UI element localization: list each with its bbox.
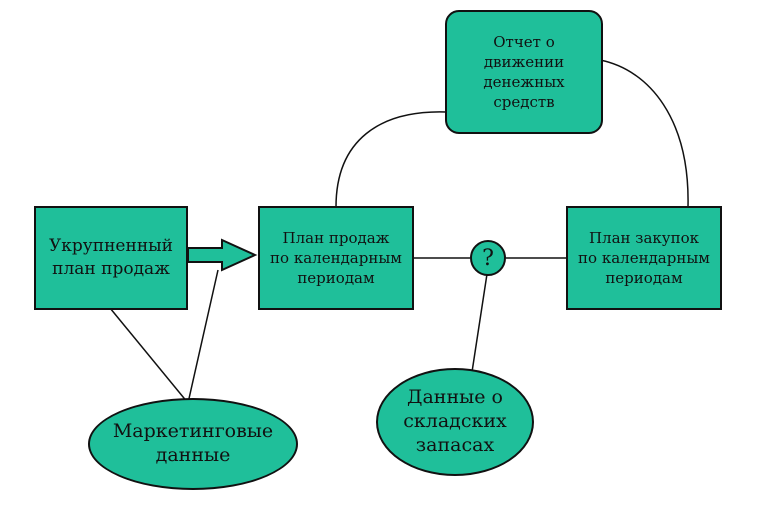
node-sales-plan-periods-label: План продаж по календарным периодам — [270, 228, 402, 288]
node-marketing-data-label: Маркетинговые данные — [112, 420, 274, 466]
connector-question-to-warehouse — [471, 273, 488, 373]
node-aggregated-sales-plan-label: Укрупненный план продаж — [48, 236, 174, 279]
node-question-label: ? — [482, 245, 494, 271]
node-cash-flow-report: Отчет о движении денежных средств — [445, 10, 603, 134]
node-sales-plan-periods: План продаж по календарным периодам — [258, 206, 414, 310]
node-warehouse-stock-data: Данные о складских запасах — [376, 368, 534, 476]
connector-marketing-to-aggregated — [109, 307, 189, 404]
node-warehouse-stock-data-label: Данные о складских запасах — [403, 386, 507, 456]
node-aggregated-sales-plan: Укрупненный план продаж — [34, 206, 188, 310]
arrow-aggregated-to-sales — [187, 238, 258, 272]
node-marketing-data: Маркетинговые данные — [88, 398, 298, 490]
node-question: ? — [470, 240, 506, 276]
node-cash-flow-report-label: Отчет о движении денежных средств — [483, 32, 565, 112]
connector-report-to-purchases — [599, 59, 689, 208]
connector-marketing-to-arrow — [187, 269, 219, 404]
connector-sales-to-report — [335, 111, 447, 208]
node-purchase-plan-periods-label: План закупок по календарным периодам — [578, 228, 710, 288]
node-purchase-plan-periods: План закупок по календарным периодам — [566, 206, 722, 310]
